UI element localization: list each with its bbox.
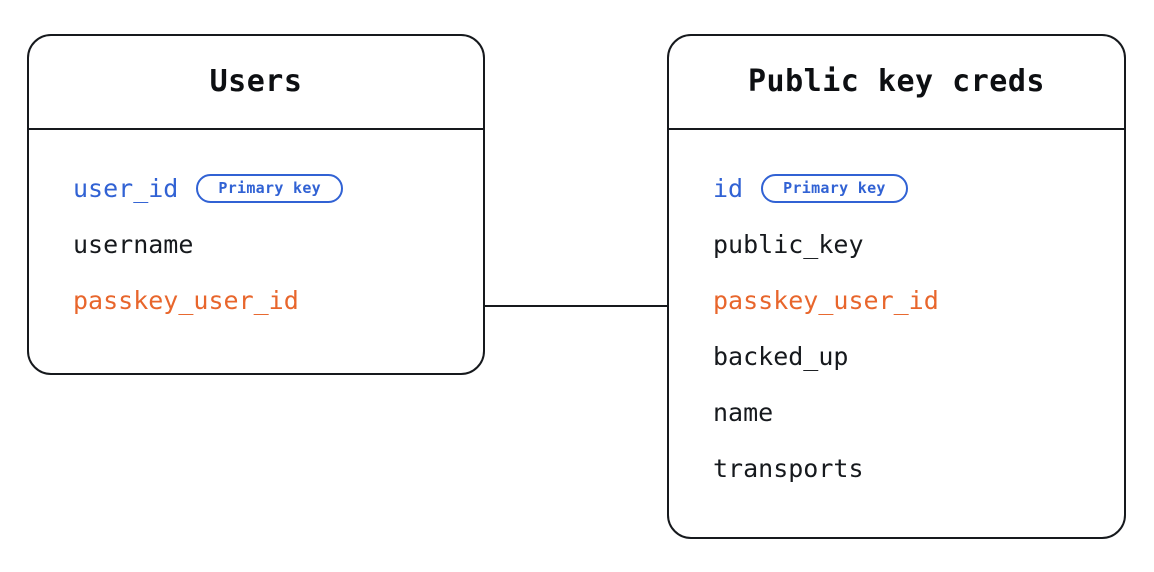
primary-key-badge-label: Primary key xyxy=(218,178,321,197)
primary-key-badge-label: Primary key xyxy=(783,178,886,197)
field-row-id[interactable]: id Primary key xyxy=(669,160,1124,216)
field-label-passkey-user-id: passkey_user_id xyxy=(713,285,939,315)
field-label-id: id xyxy=(713,173,744,203)
entity-card-public-key-creds[interactable]: Public key creds id Primary key public_k… xyxy=(667,34,1126,539)
entity-title-users: Users xyxy=(209,64,303,99)
entity-card-users[interactable]: Users user_id Primary key username passk… xyxy=(27,34,485,375)
entity-fields-users: user_id Primary key username passkey_use… xyxy=(29,130,483,328)
field-label-username: username xyxy=(73,229,194,259)
field-label-transports: transports xyxy=(713,453,864,483)
entity-title-public-key-creds: Public key creds xyxy=(748,64,1045,99)
relationship-line-users-to-public-key-creds[interactable] xyxy=(483,305,669,307)
field-label-user-id: user_id xyxy=(73,173,179,203)
field-label-passkey-user-id: passkey_user_id xyxy=(73,285,299,315)
primary-key-badge-users: Primary key xyxy=(196,173,343,203)
field-label-backed-up: backed_up xyxy=(713,341,849,371)
field-row-transports[interactable]: transports xyxy=(669,440,1124,496)
entity-header-users: Users xyxy=(29,36,483,130)
field-row-name[interactable]: name xyxy=(669,384,1124,440)
field-row-username[interactable]: username xyxy=(29,216,483,272)
entity-header-public-key-creds: Public key creds xyxy=(669,36,1124,130)
field-label-public-key: public_key xyxy=(713,229,864,259)
field-row-backed-up[interactable]: backed_up xyxy=(669,328,1124,384)
field-label-name: name xyxy=(713,397,774,427)
field-row-public-key[interactable]: public_key xyxy=(669,216,1124,272)
field-row-passkey-user-id-users[interactable]: passkey_user_id xyxy=(29,272,483,328)
field-row-user-id[interactable]: user_id Primary key xyxy=(29,160,483,216)
entity-fields-public-key-creds: id Primary key public_key passkey_user_i… xyxy=(669,130,1124,496)
primary-key-badge-public-key-creds: Primary key xyxy=(761,173,908,203)
field-row-passkey-user-id-pkcreds[interactable]: passkey_user_id xyxy=(669,272,1124,328)
